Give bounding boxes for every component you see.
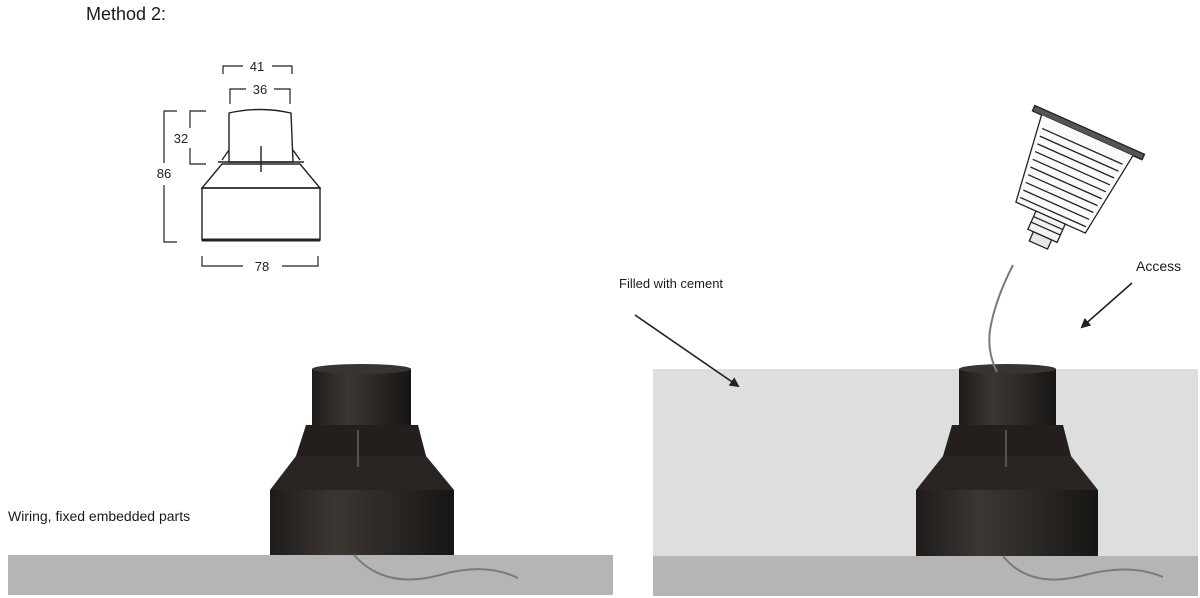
dimension-78-label: 78 — [255, 259, 269, 274]
ground-slab-right — [653, 556, 1198, 596]
dimension-36 — [229, 88, 291, 104]
access-arrow — [1080, 282, 1133, 329]
dimension-41 — [222, 65, 293, 74]
dimension-86 — [163, 110, 177, 243]
right-scene — [634, 104, 1198, 596]
fixture-cable — [988, 264, 1014, 373]
dimension-41-label: 41 — [250, 59, 264, 74]
filled-arrow — [634, 314, 740, 388]
filled-with-cement-label: Filled with cement — [619, 276, 724, 291]
dimension-78 — [201, 256, 319, 267]
diagram-title: Method 2: — [86, 4, 167, 24]
dimension-32 — [189, 110, 206, 165]
embedded-housing-right — [916, 364, 1098, 556]
access-label: Access — [1136, 258, 1182, 274]
embedded-housing — [270, 364, 454, 555]
fixture-outline — [200, 108, 322, 242]
dimension-32-label: 32 — [174, 131, 188, 146]
left-scene — [8, 364, 613, 595]
ground-slab — [8, 555, 613, 595]
light-fixture — [988, 104, 1146, 373]
dimension-86-label: 86 — [157, 166, 171, 181]
dimension-36-label: 36 — [253, 82, 267, 97]
cable-bottom — [1002, 555, 1164, 581]
technical-drawing: 41 36 32 86 78 — [157, 59, 322, 274]
cable — [353, 554, 519, 581]
wiring-label: Wiring, fixed embedded parts — [8, 508, 191, 524]
